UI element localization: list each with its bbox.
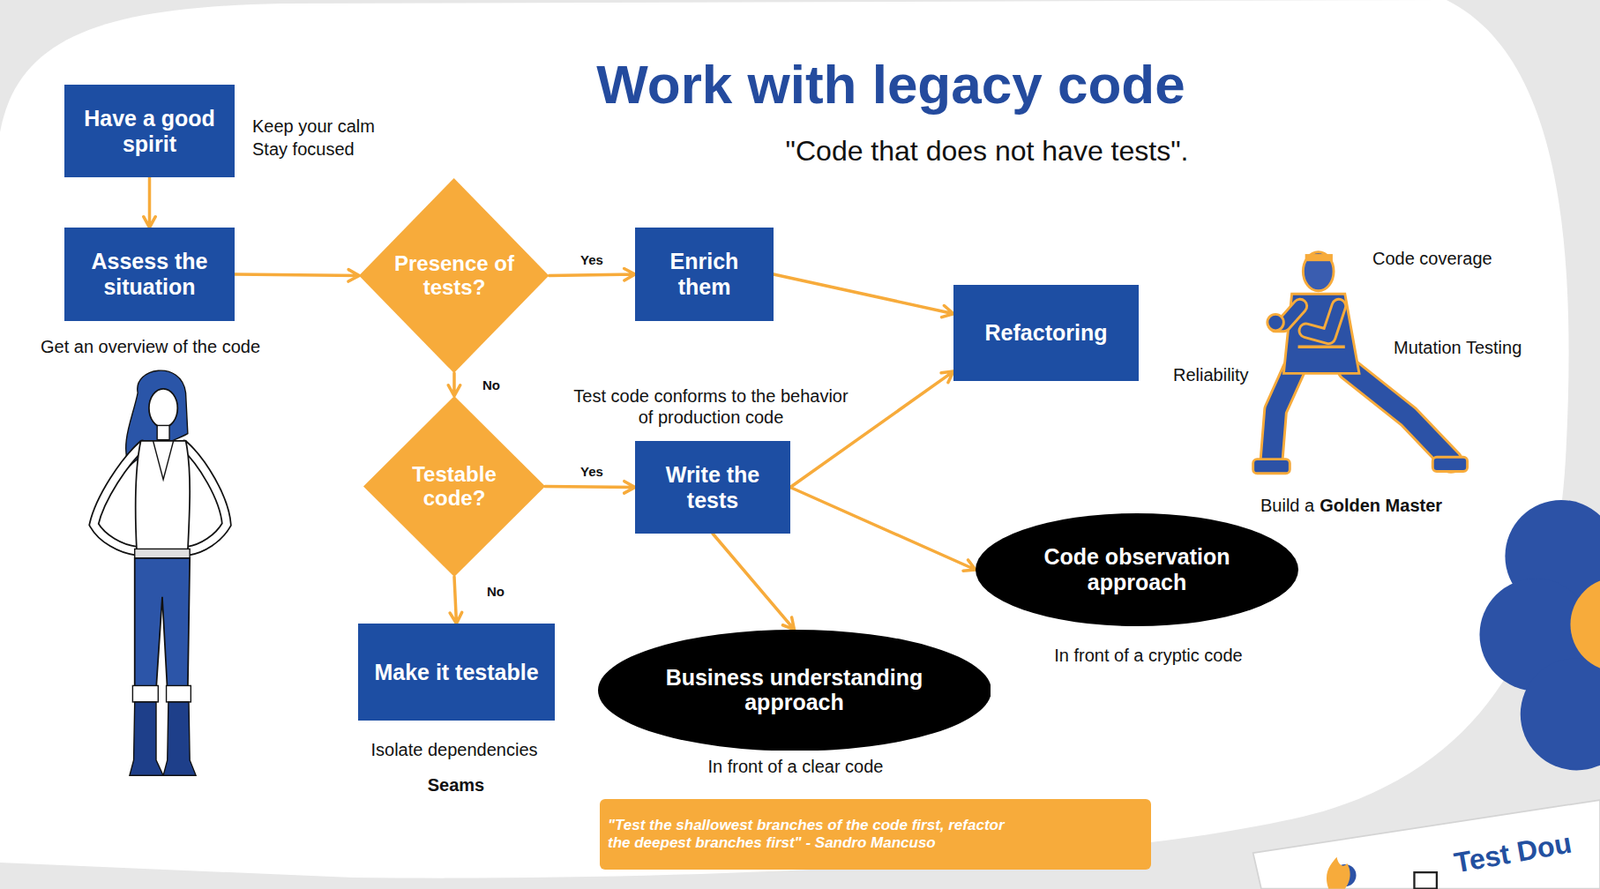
annotation: Seams — [394, 774, 518, 796]
node-text: Assess the situation — [74, 248, 225, 300]
process-box: Assess the situation — [64, 227, 235, 322]
annotation: Keep your calm — [252, 115, 375, 137]
illustrations — [93, 252, 1600, 889]
edge-label: No — [480, 377, 502, 394]
flow-arrow — [773, 274, 954, 318]
process-box: Write the tests — [635, 441, 791, 534]
annotation: In front of a clear code — [654, 755, 937, 778]
subtitle: "Code that does not have tests". — [678, 134, 1296, 168]
skill-label: Reliability — [1173, 364, 1249, 386]
process-box: Enrich them — [635, 227, 774, 322]
annotation: Stay focused — [252, 138, 355, 160]
annotation: Get an overview of the code — [40, 336, 261, 358]
flow-arrow — [712, 533, 794, 630]
flow-arrow — [545, 481, 636, 494]
node-text: Have a good spirit — [74, 105, 225, 158]
ellipse-shape — [598, 629, 992, 751]
skill-label: Golden Master — [1319, 494, 1443, 516]
quote-band: "Test the shallowest branches of the cod… — [599, 799, 1152, 870]
ellipse-shape — [975, 513, 1299, 627]
approach-ellipse: Business understanding approach — [598, 629, 992, 751]
diamond-shape — [358, 178, 549, 374]
skill-label: Build a — [1260, 494, 1315, 516]
node-text: Code observation approach — [1022, 544, 1252, 596]
fighter-figure — [1253, 252, 1468, 474]
title: Work with legacy code — [449, 52, 1332, 116]
flow-arrow — [790, 487, 976, 572]
process-box: Make it testable — [358, 623, 555, 721]
decision-diamond: Presence of tests? — [358, 178, 549, 374]
skill-label: Mutation Testing — [1393, 336, 1522, 359]
white-blob — [0, 0, 1570, 879]
edge-label: Yes — [578, 252, 606, 269]
flow-arrow — [143, 177, 156, 228]
flow-arrow — [234, 269, 359, 282]
annotation: In front of a cryptic code — [1007, 644, 1290, 666]
flower — [1480, 500, 1600, 771]
card — [1253, 800, 1600, 889]
node-text: Testable code? — [396, 462, 512, 511]
decision-diamond: Testable code? — [363, 396, 546, 577]
node-text: Refactoring — [985, 320, 1108, 346]
flow-arrow — [448, 373, 460, 397]
edge-label: Yes — [578, 463, 606, 480]
node-text: Business understanding approach — [648, 665, 940, 717]
approach-ellipse: Code observation approach — [975, 513, 1299, 627]
node-text: Presence of tests? — [392, 251, 516, 300]
process-box: Have a good spirit — [64, 84, 235, 178]
woman-figure — [93, 370, 226, 776]
node-text: Enrich them — [645, 248, 763, 300]
edge-label: No — [485, 583, 507, 600]
flow-arrow — [449, 576, 462, 624]
quote-text: "Test the shallowest branches of the cod… — [607, 816, 1005, 853]
process-box: Refactoring — [953, 284, 1139, 382]
card-title: Test Dou — [1451, 826, 1575, 881]
node-text: Write the tests — [645, 462, 780, 514]
flow-arrow — [549, 268, 636, 280]
node-text: Make it testable — [373, 659, 539, 686]
diamond-shape — [363, 396, 546, 577]
annotation: Test code conforms to the behavior of pr… — [565, 385, 857, 428]
annotation: Isolate dependencies — [339, 739, 569, 761]
skill-label: Code coverage — [1372, 247, 1493, 270]
